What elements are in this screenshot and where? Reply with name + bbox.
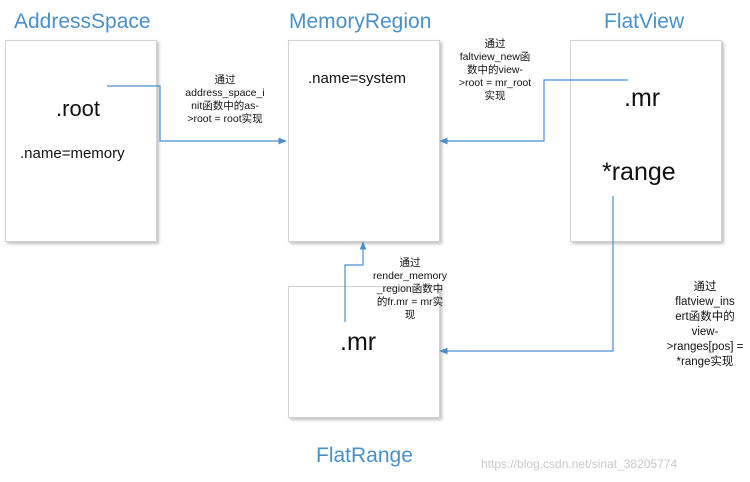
flat-view-range-field: *range [602, 158, 676, 186]
arrow-fr-mr-to-memory-region [344, 241, 367, 322]
note-as-root: 通过 address_space_i nit函数中的as- >root = ro… [185, 74, 265, 125]
flat-range-box [288, 286, 440, 418]
memory-region-title: MemoryRegion [289, 10, 432, 33]
flat-view-title: FlatView [604, 10, 685, 33]
flat-view-box [570, 40, 722, 242]
note-fv-root: 通过 faltview_new函 数中的view- >root = mr_roo… [458, 38, 532, 102]
arrow-fv-mr-to-memory-region [439, 79, 628, 145]
address-space-box [5, 40, 157, 242]
address-space-name-field: .name=memory [20, 145, 125, 162]
flat-view-mr-field: .mr [624, 84, 661, 112]
note-fr-mr: 通过 render_memory _region函数中 的fr.mr = mr实… [372, 257, 448, 321]
arrow-as-root-to-memory-region [107, 85, 287, 145]
note-fv-insert: 通过 flatview_ins ert函数中的 view- >ranges[po… [666, 281, 744, 368]
flat-range-mr-field: .mr [340, 328, 377, 356]
arrow-fv-range-to-flat-range [439, 196, 614, 355]
address-space-root-field: .root [56, 96, 101, 121]
address-space-title: AddressSpace [14, 10, 151, 33]
watermark-text: https://blog.csdn.net/sinat_38205774 [481, 457, 678, 471]
memory-region-box [288, 40, 440, 242]
flat-range-title: FlatRange [316, 444, 413, 467]
memory-region-name-field: .name=system [308, 70, 406, 87]
